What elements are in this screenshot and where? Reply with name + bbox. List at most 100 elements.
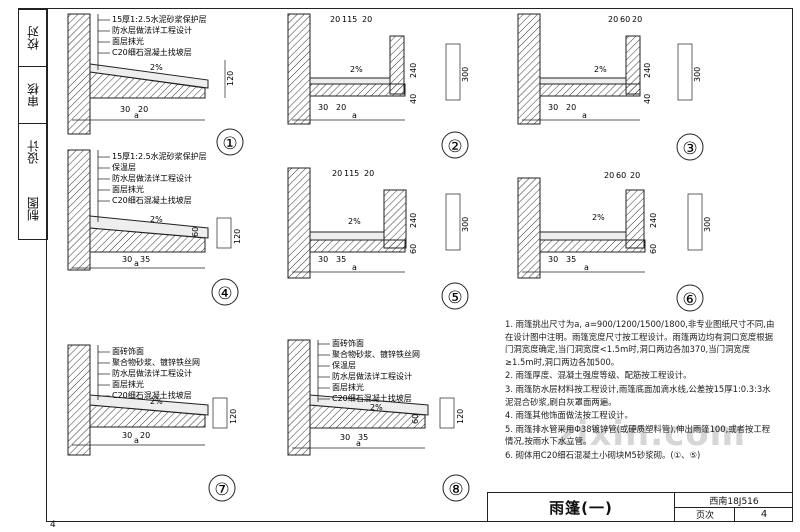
layer-label: 面层抹光 xyxy=(112,379,144,389)
corner-number: 4 xyxy=(50,520,56,530)
layer-label: C20细石混凝土找坡层 xyxy=(112,195,192,205)
dim-label: 240 xyxy=(409,63,418,78)
layer-label: 面层抹光 xyxy=(112,184,144,194)
layer-label: 面层抹光 xyxy=(332,382,364,392)
layer-label: C20细石混凝土找坡层 xyxy=(112,47,192,57)
dim-label: 120 xyxy=(226,71,235,86)
layer-label: 防水层做法详工程设计 xyxy=(112,368,192,378)
dim-label: a xyxy=(584,263,589,272)
detail-number: ⑧ xyxy=(448,480,463,500)
dim-label: 20 xyxy=(138,105,148,114)
dim-label: a xyxy=(134,436,139,445)
dim-label: 300 xyxy=(461,67,470,82)
design-notes: 1. 雨篷挑出尺寸为a, a=900/1200/1500/1800,非专业图纸尺… xyxy=(505,318,775,463)
dim-label: a xyxy=(352,111,357,120)
dim-label: 20 xyxy=(364,169,374,178)
dim-label: 40 xyxy=(409,94,418,104)
note-item: 3. 雨篷防水层材料按工程设计,雨篷底面加滴水线,公差按15厚1:0.3:3水泥… xyxy=(505,383,771,407)
detail-number: ⑦ xyxy=(214,480,229,500)
layer-label: 保温层 xyxy=(112,162,136,172)
dim-label: 240 xyxy=(409,213,418,228)
detail-number: ⑤ xyxy=(447,288,462,308)
dim-label: 60 xyxy=(616,171,626,180)
slope-label: 2% xyxy=(150,63,163,72)
canopy-detail-8: 面砖饰面 聚合物砂浆、镀锌铁丝网 保温层 防水层做法详工程设计 面层抹光 C20… xyxy=(287,338,470,502)
detail-number: ⑥ xyxy=(682,290,697,310)
dim-label: 30 xyxy=(120,105,130,114)
detail-number: ③ xyxy=(682,139,697,159)
slope-label: 2% xyxy=(348,217,361,226)
dim-label: 30 xyxy=(548,103,558,112)
canopy-detail-5: 20 115 20 2% 240 300 60 30 35 a ⑤ xyxy=(287,167,470,310)
page-label: 页次 xyxy=(674,507,735,521)
note-item: 5. 雨篷排水管采用Φ38镀锌管(或硬质塑料管),伸出雨篷100,或者按工程情况… xyxy=(505,423,771,447)
dim-label: 20 xyxy=(604,171,614,180)
dim-label: 35 xyxy=(140,255,150,264)
dim-label: 20 xyxy=(630,171,640,180)
canopy-detail-1: 15厚1:2.5水泥砂浆保护层 防水层做法详工程设计 面层抹光 C20细石混凝土… xyxy=(67,13,244,156)
canopy-detail-7: 面砖饰面 聚合物砂浆、镀锌铁丝网 防水层做法详工程设计 面层抹光 C20细石混凝… xyxy=(67,344,238,502)
layer-label: 15厚1:2.5水泥砂浆保护层 xyxy=(112,151,207,161)
layer-label: 聚合物砂浆、镀锌铁丝网 xyxy=(112,357,200,367)
slope-label: 2% xyxy=(150,215,163,224)
dim-label: 30 xyxy=(122,255,132,264)
dim-label: 300 xyxy=(461,217,470,232)
layer-label: 防水层做法详工程设计 xyxy=(332,371,412,381)
layer-label: C20细石混凝土找坡层 xyxy=(332,393,412,403)
layer-label: 面层抹光 xyxy=(112,36,144,46)
dim-label: 20 xyxy=(362,15,372,24)
note-item: 6. 砌体用C20细石混凝土小砌块M5砂浆砌。(①、⑤) xyxy=(505,449,701,460)
layer-label: C20细石混凝土找坡层 xyxy=(112,390,192,400)
dim-label: 120 xyxy=(456,409,465,424)
dim-label: 30 xyxy=(548,255,558,264)
layer-label: 保温层 xyxy=(332,360,356,370)
dim-label: a xyxy=(582,111,587,120)
slope-label: 2% xyxy=(592,213,605,222)
dim-label: 300 xyxy=(703,217,712,232)
dim-label: 35 xyxy=(336,255,346,264)
detail-number: ① xyxy=(222,134,237,154)
layer-label: 面砖饰面 xyxy=(112,346,144,356)
layer-label: 15厚1:2.5水泥砂浆保护层 xyxy=(112,14,207,24)
title-block: 雨篷(一) 西南18J516 页次 4 xyxy=(487,492,793,521)
dim-label: 20 xyxy=(332,169,342,178)
drawing-title: 雨篷(一) xyxy=(549,498,613,517)
approval-sidebar: 校对 审核 设计 制图 xyxy=(18,8,48,240)
note-item: 2. 雨篷厚度、混凝土强度等级、配筋按工程设计。 xyxy=(505,370,692,381)
note-item: 4. 雨篷其他饰面做法按工程设计。 xyxy=(505,410,633,421)
dim-label: 30 xyxy=(340,433,350,442)
dim-label: 300 xyxy=(693,67,702,82)
dim-label: 35 xyxy=(358,433,368,442)
drawing-code: 西南18J516 xyxy=(674,493,793,508)
dim-label: 60 xyxy=(411,414,420,424)
note-item: 1. 雨篷挑出尺寸为a, a=900/1200/1500/1800,非专业图纸尺… xyxy=(505,319,775,367)
dim-label: 120 xyxy=(229,409,238,424)
dim-label: 40 xyxy=(643,94,652,104)
slope-label: 2% xyxy=(594,65,607,74)
dim-label: 120 xyxy=(233,229,242,244)
dim-label: 20 xyxy=(608,15,618,24)
dim-label: 60 xyxy=(649,244,658,254)
canopy-detail-6: 20 60 20 2% 240 300 60 30 35 a ⑥ xyxy=(517,171,712,312)
canopy-detail-2: 20 115 20 2% 240 300 40 30 20 a ② xyxy=(287,13,470,159)
canopy-detail-3: 20 60 20 2% 240 300 40 30 20 a ③ xyxy=(517,13,704,161)
dim-label: a xyxy=(356,439,361,448)
dim-label: 60 xyxy=(191,227,200,237)
dim-label: 30 xyxy=(318,103,328,112)
dim-label: 115 xyxy=(344,169,359,178)
page-number: 4 xyxy=(734,507,793,521)
detail-number: ④ xyxy=(217,284,232,304)
dim-label: 115 xyxy=(342,15,357,24)
dim-label: 20 xyxy=(632,15,642,24)
dim-label: 20 xyxy=(566,103,576,112)
canopy-detail-4: 15厚1:2.5水泥砂浆保护层 保温层 防水层做法详工程设计 面层抹光 C20细… xyxy=(67,149,242,306)
dim-label: 35 xyxy=(566,255,576,264)
dim-label: 20 xyxy=(140,431,150,440)
dim-label: a xyxy=(352,263,357,272)
layer-label: 聚合物砂浆、镀锌铁丝网 xyxy=(332,349,420,359)
watermark: zixin.com xyxy=(556,414,747,454)
dim-label: 20 xyxy=(336,103,346,112)
slope-label: 2% xyxy=(150,397,163,406)
